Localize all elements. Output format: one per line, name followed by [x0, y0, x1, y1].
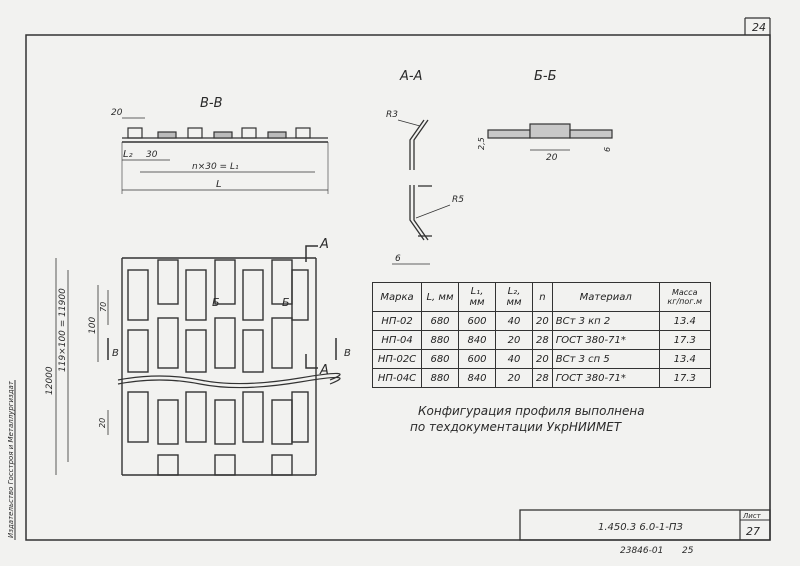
section-aa	[409, 119, 432, 241]
col-material: Материал	[551, 282, 660, 312]
title-block	[519, 509, 771, 541]
dim-l2: L₂	[123, 149, 133, 160]
table-row: НП-02 680 600 40 20 ВСт 3 кп 2 13.4	[372, 311, 711, 331]
sheet-number: 27	[746, 525, 760, 538]
cell-mass: 13.4	[658, 311, 711, 331]
cell-mark: НП-02	[372, 311, 422, 331]
vv-strip-teeth	[127, 127, 311, 139]
cell-material: ВСт 3 кп 2	[551, 311, 660, 331]
spec-table: Марка L, мм L₁, мм L₂, мм n Материал Мас…	[372, 282, 711, 388]
col-mark: Марка	[372, 282, 422, 312]
aa-title: А-А	[399, 69, 422, 84]
doc-code: 1.450.3 6.0-1-ПЗ	[598, 522, 683, 533]
cut-v-left: В	[112, 348, 119, 359]
cut-b-right: Б	[282, 296, 290, 309]
dim-r3: R3	[386, 110, 398, 120]
note-line-2: по техдокументации УкрНИИМЕТ	[410, 420, 622, 434]
cell-material: ГОСТ 380-71*	[551, 368, 660, 388]
col-L1: L₁, мм	[458, 282, 496, 312]
dim-100: 100	[88, 317, 98, 334]
cell-L1: 840	[458, 330, 496, 350]
cell-mass: 13.4	[658, 349, 711, 369]
col-mass: Масса кг/пог.м	[658, 282, 711, 312]
cell-mass: 17.3	[658, 368, 711, 388]
cut-v-right: В	[344, 348, 351, 359]
cell-L1: 600	[458, 311, 496, 331]
page-number: 24	[752, 21, 766, 34]
note-line-1: Конфигурация профиля выполнена	[418, 404, 645, 418]
cell-L: 880	[421, 368, 459, 388]
cell-L1: 840	[458, 368, 496, 388]
cell-L2: 20	[495, 330, 533, 350]
dim-r5: R5	[452, 195, 464, 205]
cut-b-left: Б	[212, 296, 220, 309]
table-row: НП-04 880 840 20 28 ГОСТ 380-71* 17.3	[372, 330, 711, 350]
dim-119x100: 119×100 = 11900	[58, 288, 68, 372]
section-bb	[487, 123, 613, 139]
mass-header-2: кг/пог.м	[667, 297, 703, 306]
cell-n: 20	[532, 311, 553, 331]
dim-70: 70	[99, 302, 108, 312]
dim-L: L	[216, 179, 222, 190]
plan-view	[121, 257, 317, 476]
col-n: n	[532, 282, 553, 312]
archive-page: 25	[682, 546, 694, 556]
cell-L2: 40	[495, 311, 533, 331]
cell-L1: 600	[458, 349, 496, 369]
mass-header-1: Масса	[671, 288, 698, 297]
dim-12000: 12000	[45, 366, 55, 395]
break-line	[117, 372, 341, 385]
col-L2: L₂, мм	[495, 282, 533, 312]
table-row: НП-04С 880 840 20 28 ГОСТ 380-71* 17.3	[372, 368, 711, 388]
cut-a-bottom: А	[319, 363, 329, 378]
cell-L2: 20	[495, 368, 533, 388]
dim-6-bb: 6	[603, 147, 612, 152]
cell-n: 28	[532, 330, 553, 350]
dim-6-aa: 6	[395, 254, 401, 264]
dim-2-5: 2,5	[477, 137, 486, 150]
cell-mark: НП-04С	[372, 368, 422, 388]
cell-material: ГОСТ 380-71*	[551, 330, 660, 350]
cell-material: ВСт 3 сп 5	[551, 349, 660, 369]
cell-mark: НП-02С	[372, 349, 422, 369]
archive-number: 23846-01	[620, 546, 663, 556]
dim-20-bb: 20	[546, 153, 558, 163]
col-L: L, мм	[421, 282, 459, 312]
table-row: НП-02С 680 600 40 20 ВСт 3 сп 5 13.4	[372, 349, 711, 369]
vv-title: В-В	[200, 96, 223, 111]
cell-n: 20	[532, 349, 553, 369]
dim-20-lower: 20	[98, 418, 107, 428]
cell-mass: 17.3	[658, 330, 711, 350]
cell-L: 680	[421, 311, 459, 331]
side-stamp: Издательство Госстроя и Металлургиздат	[7, 380, 15, 538]
cell-L: 680	[421, 349, 459, 369]
cell-n: 28	[532, 368, 553, 388]
cut-a-top: А	[319, 237, 329, 252]
dim-20: 20	[111, 108, 123, 118]
bb-title: Б-Б	[534, 69, 557, 84]
cell-L: 880	[421, 330, 459, 350]
sheet-label: Лист	[742, 512, 762, 520]
dim-30: 30	[146, 150, 158, 160]
cell-L2: 40	[495, 349, 533, 369]
dim-n30: n×30 = L₁	[192, 162, 239, 172]
cell-mark: НП-04	[372, 330, 422, 350]
spec-header-row: Марка L, мм L₁, мм L₂, мм n Материал Мас…	[372, 282, 711, 312]
